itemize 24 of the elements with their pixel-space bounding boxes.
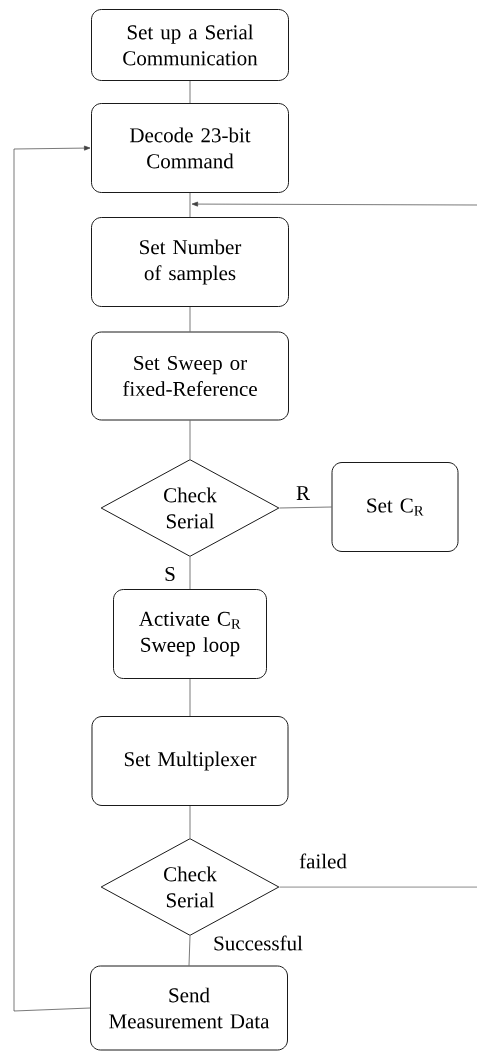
edge-label: S xyxy=(163,565,177,583)
edge-label: failed xyxy=(298,852,348,870)
process-box: Send Measurement Data xyxy=(90,965,288,1051)
process-box: Set up a Serial Communication xyxy=(91,9,289,81)
connector-line xyxy=(189,80,191,104)
edge-label: R xyxy=(295,485,311,501)
connector-line xyxy=(188,935,191,966)
connector-line xyxy=(13,145,91,1012)
process-box: Set Number of samples xyxy=(91,217,289,307)
connector-line xyxy=(189,306,191,332)
process-box: Set Sweep or fixed-Reference xyxy=(91,331,289,421)
process-box: Decode 23-bit Command xyxy=(91,103,289,193)
connector-line xyxy=(191,201,477,207)
connector-line xyxy=(189,420,191,460)
edge-label: Successful xyxy=(212,934,304,952)
process-box: Activate C$_{R}$ Sweep loop xyxy=(113,589,267,679)
connector-line xyxy=(189,192,191,218)
connector-line xyxy=(189,678,191,717)
process-box: Set C$_{R}$ xyxy=(331,462,459,552)
connector-line xyxy=(189,805,191,839)
connector-line xyxy=(279,506,332,509)
connector-line xyxy=(189,556,191,590)
process-box: Set Multiplexer xyxy=(91,716,289,806)
connector-line xyxy=(279,886,477,888)
